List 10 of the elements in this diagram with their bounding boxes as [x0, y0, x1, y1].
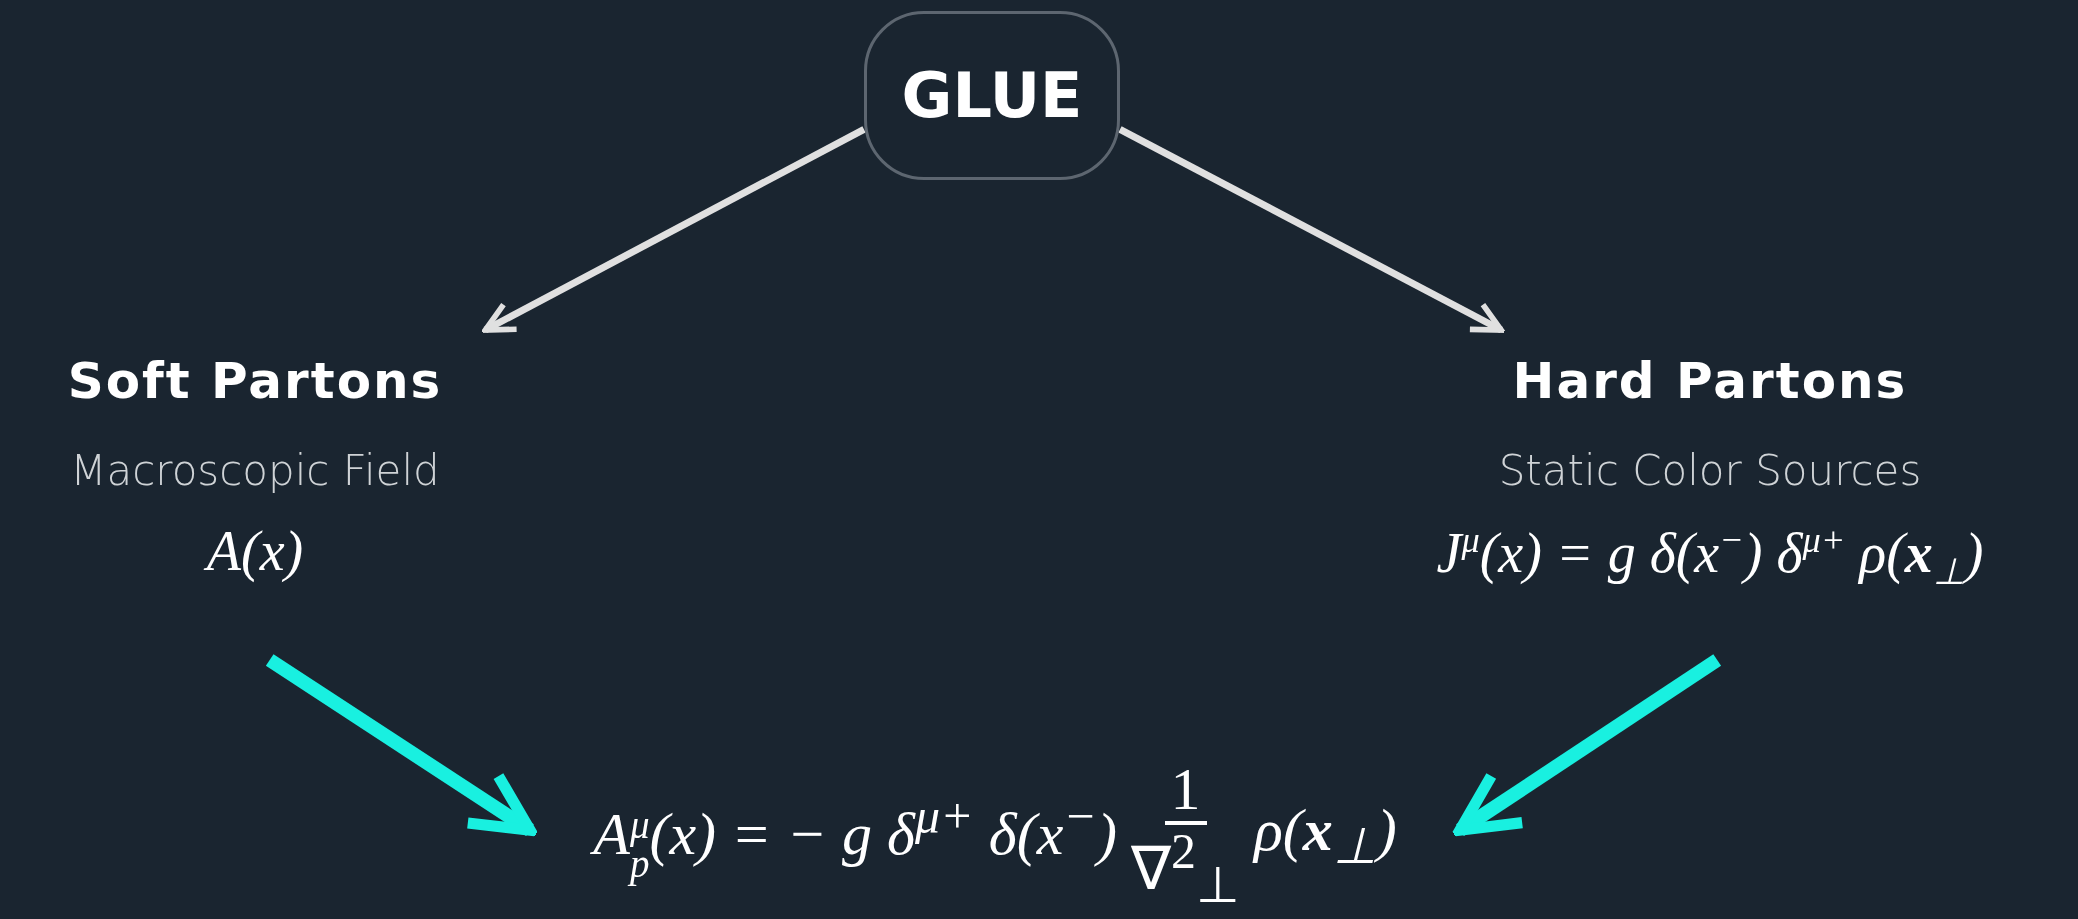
group-heading: Soft Partons	[67, 352, 443, 410]
arrow	[1118, 126, 1504, 334]
group-heading: Hard Partons	[1512, 352, 1908, 410]
arrow	[265, 654, 536, 837]
arrow	[482, 126, 866, 334]
arrow	[1454, 654, 1722, 837]
subtitle: Macroscopic Field	[70, 446, 440, 495]
label-pill: GLUE	[864, 11, 1120, 180]
subtitle: Static Color Sources	[1498, 446, 1922, 495]
formula: J$^{μ}$(x) = g δ(x$^{−}$) δ$^{μ+}$ ρ(x$_{⊥}$)	[1436, 519, 1984, 593]
